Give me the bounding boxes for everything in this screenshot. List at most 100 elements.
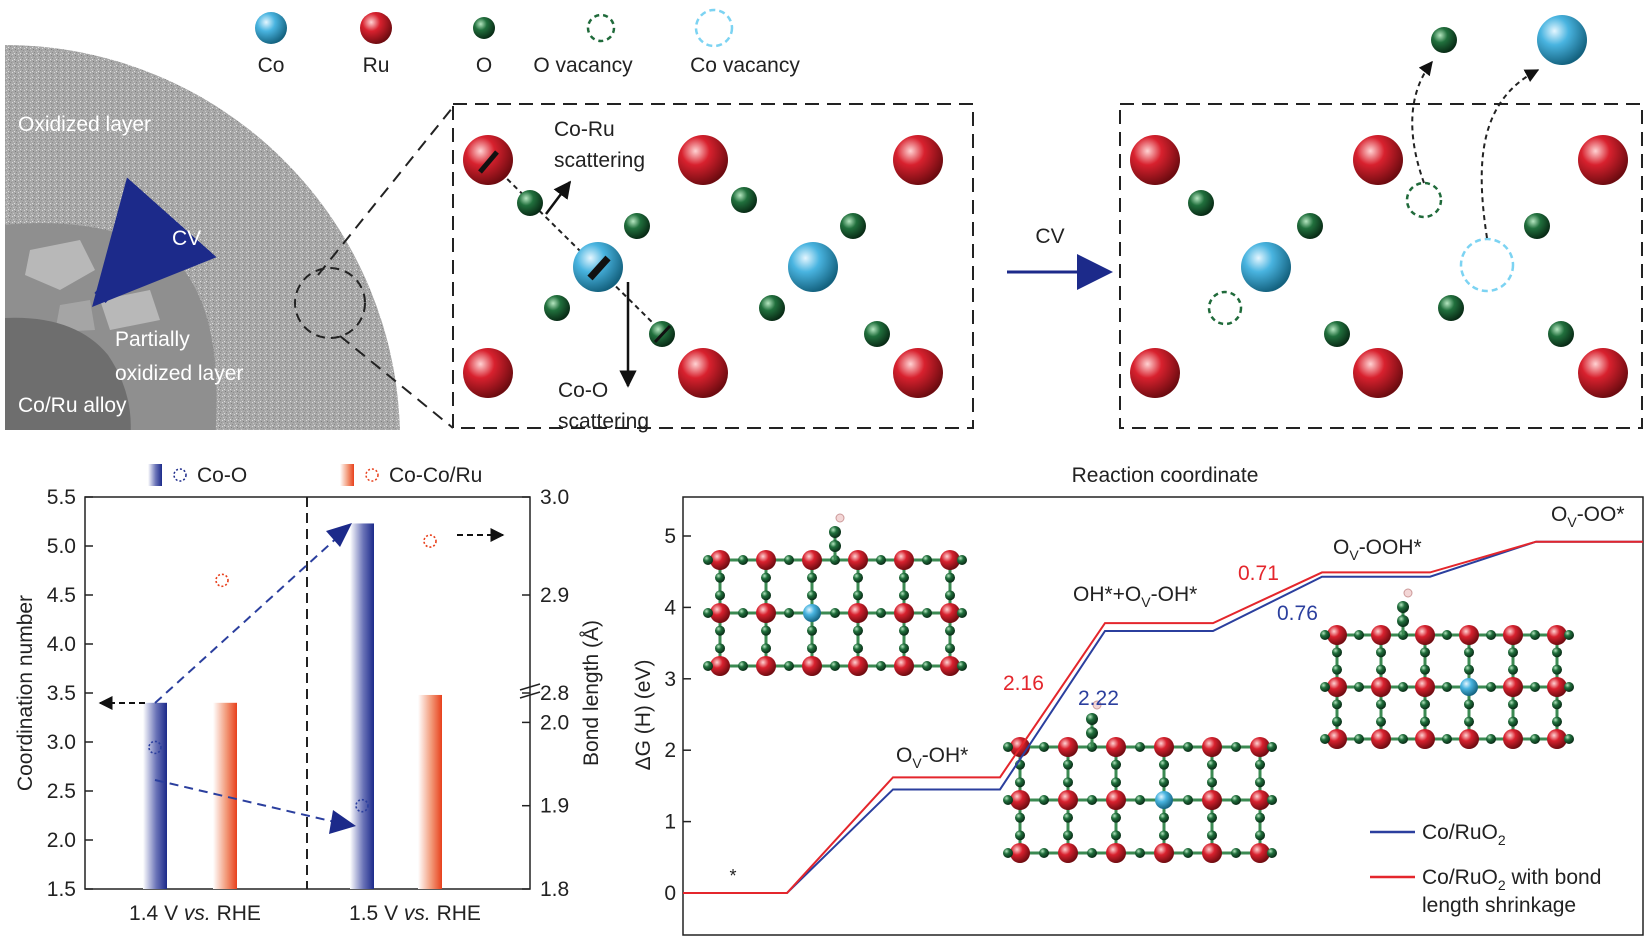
o-atom [703, 608, 713, 618]
ru-atom [1106, 737, 1126, 757]
o-atom [1438, 295, 1464, 321]
o-atom [624, 213, 650, 239]
ru-atom [1106, 843, 1126, 863]
co-o-bond-marker [148, 740, 162, 755]
ru-atom [893, 135, 943, 185]
energy-legend: Co/RuO2 Co/RuO2 with bond length shrinka… [1370, 821, 1601, 917]
ru-atom [1154, 843, 1174, 863]
o-atom [1552, 647, 1562, 658]
ru-atom [1459, 729, 1479, 749]
ru-atom [1578, 348, 1628, 398]
lattice-pristine: Co-Ru scattering Co-O scattering [452, 103, 974, 433]
o-atom [853, 590, 863, 601]
ru-atom [1547, 729, 1567, 749]
o-atom [1135, 795, 1145, 805]
ru-atom [1010, 843, 1030, 863]
o-atom [1376, 664, 1386, 675]
o-atom [1320, 734, 1330, 744]
o-atom [1508, 664, 1518, 675]
bar-y-tick-label: 1.5 [47, 878, 76, 901]
ru-atom [1371, 729, 1391, 749]
cv-transition-arrowhead [1077, 254, 1113, 290]
ru-atom [756, 550, 776, 570]
o-atom [922, 661, 932, 671]
o-atom [1015, 812, 1025, 823]
o-atom [1087, 795, 1097, 805]
o-atom [761, 572, 771, 583]
ru-atom [1459, 625, 1479, 645]
adsorbate-o-atom [829, 526, 841, 538]
ru-legend-atom [360, 12, 392, 44]
o-atom [1207, 777, 1217, 788]
co-co-ru-bond-marker [215, 573, 229, 588]
co-co-ru-bar [213, 702, 237, 889]
ru-atom [1327, 729, 1347, 749]
bar-y2-tick-label: 2.0 [540, 711, 569, 734]
o-atom [922, 555, 932, 565]
ru-atom [710, 550, 730, 570]
o-atom [1486, 734, 1496, 744]
o-atom [1039, 848, 1049, 858]
o-atom [1255, 777, 1265, 788]
o-atom [1324, 321, 1350, 347]
cv-particle-label: CV [172, 227, 201, 250]
o-vacancy-icon [1207, 290, 1243, 326]
adsorbate-o-atom [1397, 615, 1409, 627]
o-atom [1420, 716, 1430, 727]
ru-atom [1058, 843, 1078, 863]
alloy-core-region [5, 317, 131, 430]
energy-y-tick-label: 1 [664, 811, 676, 834]
o-atom [1039, 742, 1049, 752]
lattice-box-2 [1119, 103, 1643, 429]
bond-marker [653, 324, 672, 344]
axis-break-icon [519, 683, 541, 699]
o-atom [738, 608, 748, 618]
o-atom [1376, 699, 1386, 710]
o-atom [1376, 716, 1386, 727]
cv-transition: CV [1007, 225, 1113, 290]
ru-atom [1058, 790, 1078, 810]
ru-atom [1202, 790, 1222, 810]
h-atom [835, 513, 845, 523]
ru-atom [940, 603, 960, 623]
bar-x-categories: 1.4 V vs. RHE 1.5 V vs. RHE [129, 902, 481, 925]
ru-atom [1058, 737, 1078, 757]
o-atom [715, 572, 725, 583]
alloy-label: Co/Ru alloy [18, 394, 127, 417]
ru-atom [894, 656, 914, 676]
co-o-bar [350, 523, 374, 889]
co-ruo2-energy-line [683, 540, 1643, 894]
ru-atom [1503, 677, 1523, 697]
bar-y2-tick-label: 2.9 [540, 584, 569, 607]
h-atom [1092, 700, 1102, 710]
o-legend-atom [473, 17, 495, 39]
o-atom [1530, 630, 1540, 640]
oxidized-layer-label: Oxidized layer [18, 113, 151, 136]
bar-y2-tick-label: 2.8 [540, 682, 569, 705]
o-atom [840, 213, 866, 239]
o-atom [1039, 795, 1049, 805]
step-label-red-2-16: 2.16 [1003, 672, 1044, 695]
o-atom [1063, 812, 1073, 823]
ru-atom [463, 348, 513, 398]
shrinkage-legend-label: Co/RuO2 with bond [1422, 866, 1601, 893]
bar-y-axis-label: Coordination number [14, 595, 37, 791]
o-atom [1111, 830, 1121, 841]
o-atom [899, 590, 909, 601]
o-atom [715, 643, 725, 654]
o-atom [1207, 830, 1217, 841]
lattice-box-1 [452, 103, 974, 429]
o-atom [1159, 812, 1169, 823]
o-atom [957, 608, 967, 618]
o-atom [1564, 734, 1574, 744]
o-atom [1354, 630, 1364, 640]
ru-atom [678, 348, 728, 398]
o-atom [1135, 742, 1145, 752]
o-atom [1183, 848, 1193, 858]
ru-atom [710, 603, 730, 623]
o-atom [807, 572, 817, 583]
energy-y-axis-label: ΔG (H) (eV) [632, 660, 655, 771]
co-vacancy-legend-label: Co vacancy [690, 54, 800, 77]
o-atom [899, 643, 909, 654]
